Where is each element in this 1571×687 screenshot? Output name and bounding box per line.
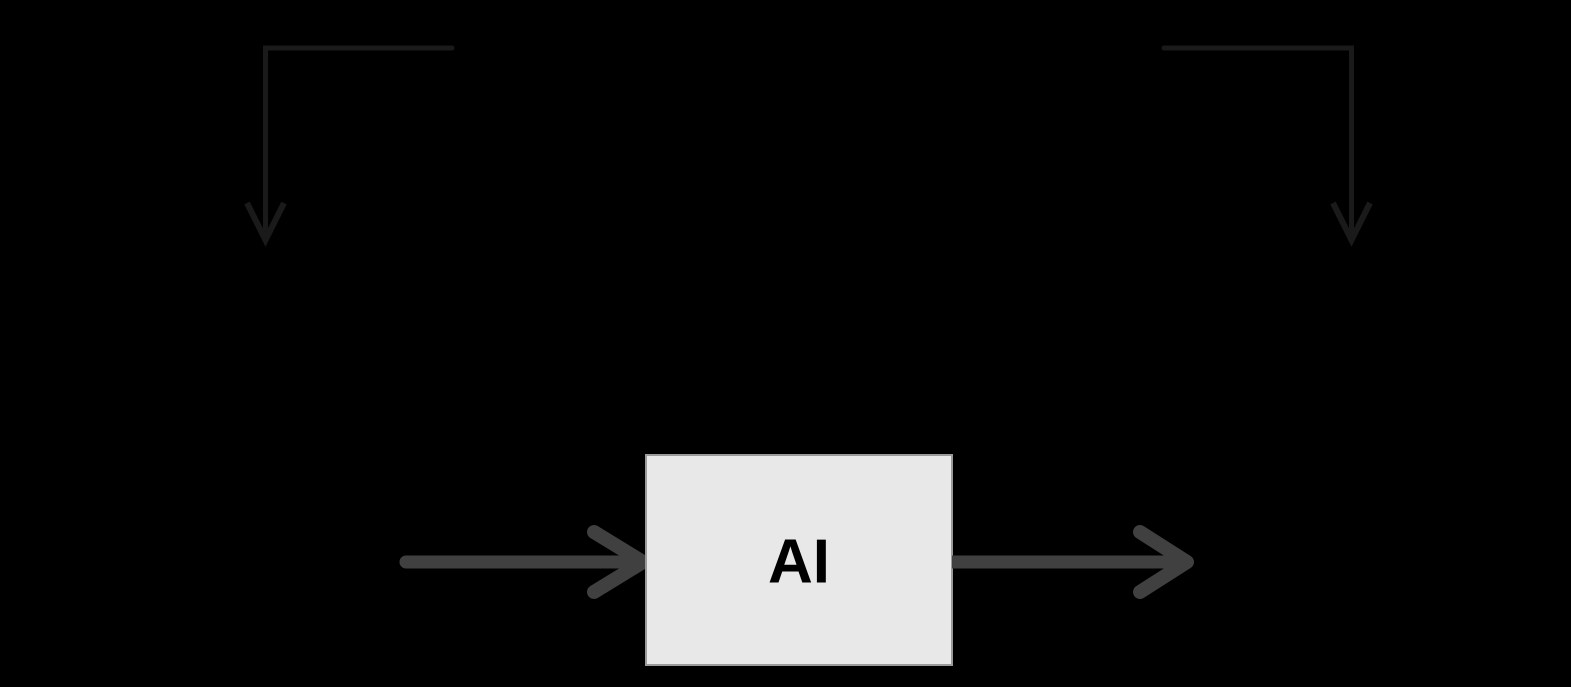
left-feedback-arrow [244, 45, 455, 247]
input-arrow [399, 525, 650, 599]
right-feedback-arrowhead-icon [1330, 201, 1373, 247]
left-feedback-arrow-path [263, 45, 455, 239]
ai-node-label: AI [768, 527, 830, 596]
ai-node-rect[interactable] [645, 454, 953, 666]
input-arrowhead-icon [587, 525, 650, 599]
left-feedback-arrowhead-icon [244, 201, 287, 247]
ai-node[interactable]: AI [645, 454, 953, 666]
right-feedback-arrow-path [1161, 45, 1354, 239]
right-feedback-arrow [1161, 45, 1373, 247]
output-arrow [952, 525, 1194, 599]
output-arrowhead-icon [1133, 525, 1194, 599]
